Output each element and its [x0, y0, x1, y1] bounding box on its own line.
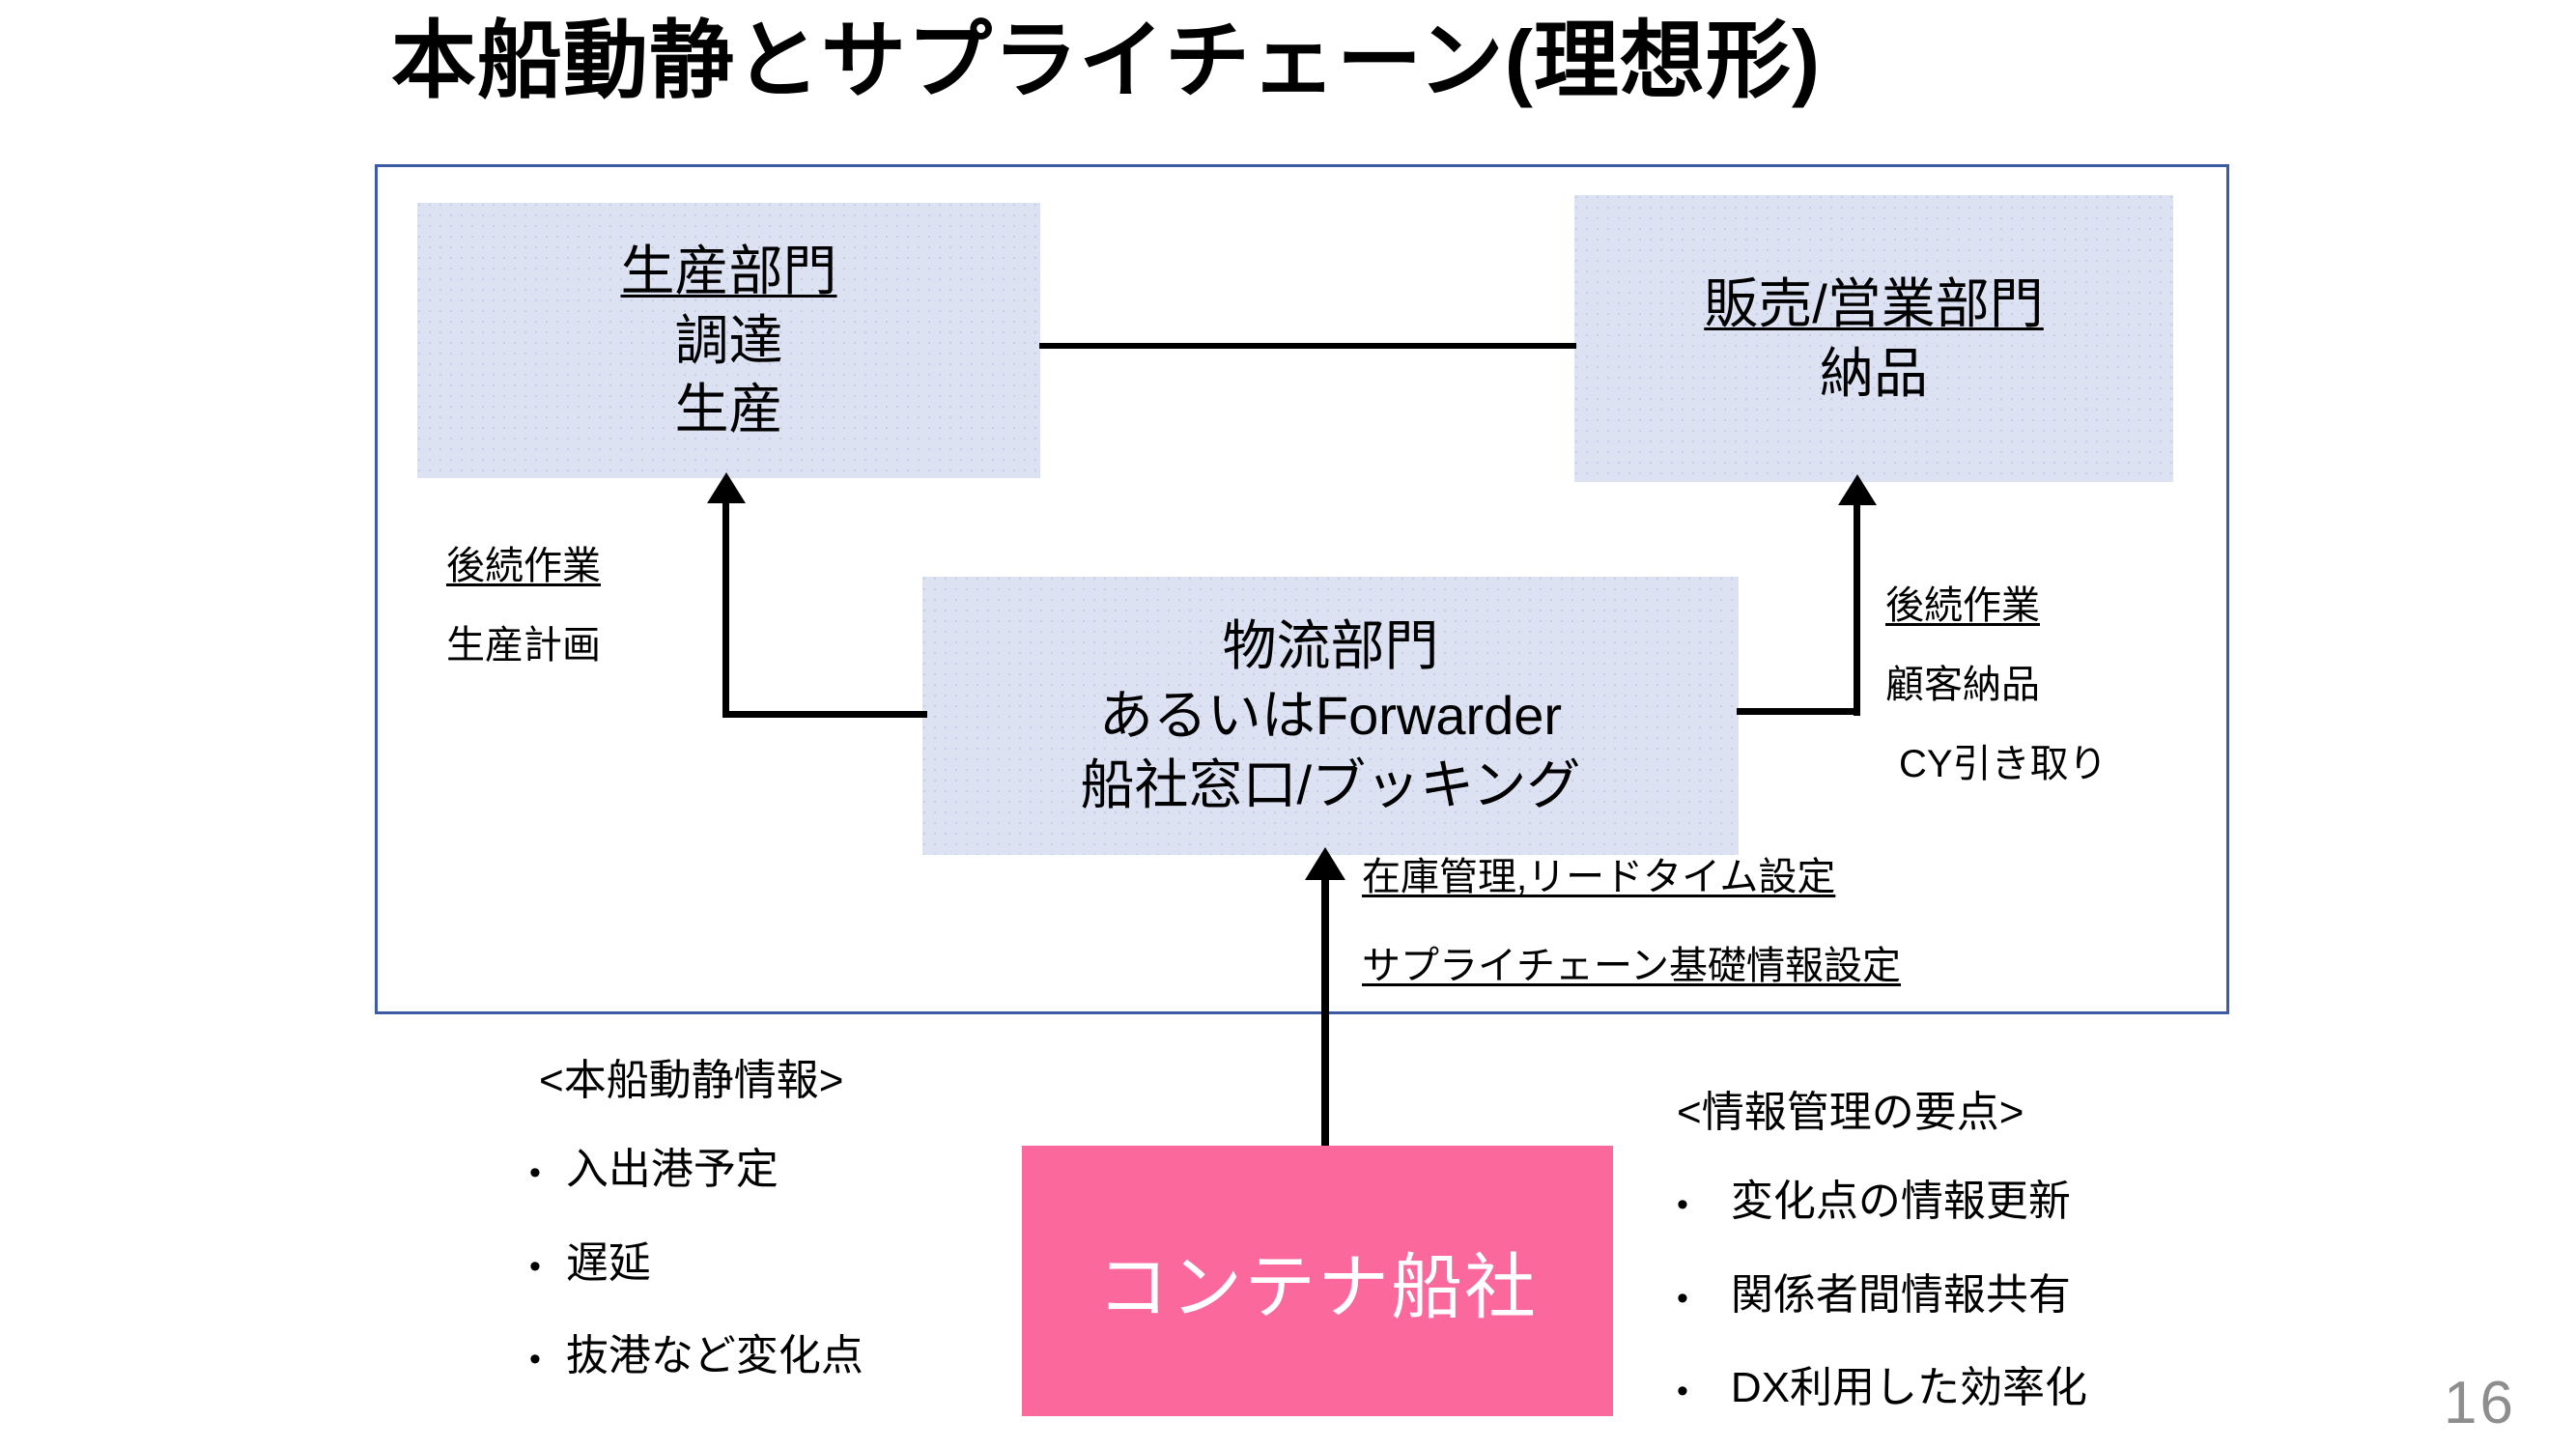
spacer — [1885, 705, 2108, 744]
connector-carrier-logistics — [1321, 874, 1329, 1150]
connector-logistics-sales-vertical — [1854, 497, 1860, 716]
box-production[interactable]: 生産部門 調達 生産 — [417, 203, 1040, 478]
list-vessel-info: <本船動静情報> • 入出港予定 • 遅延 • 抜港など変化点 — [529, 1057, 863, 1427]
spacer — [446, 586, 601, 625]
list-item: • 変化点の情報更新 — [1677, 1178, 2087, 1226]
connector-logistics-sales-horizontal — [1737, 708, 1860, 715]
box-logistics-line1: 物流部門 — [1222, 615, 1439, 677]
bullet-icon: • — [529, 1341, 541, 1378]
annotation-below-line1: 在庫管理,リードタイム設定 — [1362, 856, 1836, 898]
spacer — [1885, 626, 2108, 665]
bullet-icon: • — [529, 1247, 541, 1285]
arrow-up-icon-logistics — [1305, 847, 1345, 880]
box-container-carrier-label: コンテナ船社 — [1097, 1246, 1538, 1327]
list-item: • 関係者間情報共有 — [1677, 1270, 2087, 1319]
box-production-line2: 調達 — [674, 309, 783, 371]
annotation-right-item2: CY引き取り — [1899, 743, 2108, 785]
diagram-frame — [375, 164, 2229, 1014]
annotation-below-line2: サプライチェーン基礎情報設定 — [1362, 945, 1901, 987]
page-title: 本船動静とサプライチェーン(理想形) — [391, 13, 1822, 108]
list-item-label: DX利用した効率化 — [1730, 1364, 2088, 1412]
connector-logistics-production-horizontal — [722, 711, 927, 718]
arrow-up-icon-sales — [1838, 474, 1877, 505]
box-sales-line2: 納品 — [1820, 342, 1928, 404]
list-item-label: 関係者間情報共有 — [1730, 1270, 2071, 1319]
list-item-label: 遅延 — [565, 1238, 651, 1287]
annotation-right-heading: 後続作業 — [1885, 584, 2040, 627]
box-production-title: 生産部門 — [620, 240, 837, 301]
annotation-left-heading: 後続作業 — [446, 545, 601, 587]
list-item: • 遅延 — [529, 1238, 863, 1287]
list-item: • 抜港など変化点 — [529, 1332, 863, 1380]
annotation-left: 後続作業 生産計画 — [446, 546, 601, 666]
arrow-up-icon-production — [707, 472, 746, 503]
list-info-management-heading: <情報管理の要点> — [1677, 1089, 2024, 1136]
bullet-icon: • — [1677, 1279, 1688, 1317]
box-sales[interactable]: 販売/営業部門 納品 — [1574, 195, 2173, 482]
box-container-carrier[interactable]: コンテナ船社 — [1022, 1146, 1613, 1416]
connector-logistics-production-vertical — [722, 496, 729, 716]
spacer — [1362, 897, 1901, 946]
annotation-right: 後続作業 顧客納品 CY引き取り — [1885, 585, 2108, 784]
page-number: 16 — [2444, 1370, 2516, 1436]
box-sales-title: 販売/営業部門 — [1704, 272, 2044, 334]
connector-production-sales — [1039, 343, 1576, 349]
box-production-line3: 生産 — [674, 379, 783, 440]
list-item-label: 抜港など変化点 — [565, 1332, 863, 1380]
bullet-icon: • — [1677, 1373, 1688, 1410]
list-info-management: <情報管理の要点> • 変化点の情報更新 • 関係者間情報共有 • DX利用した… — [1677, 1089, 2088, 1449]
list-item-label: 変化点の情報更新 — [1730, 1178, 2071, 1226]
list-vessel-info-heading: <本船動静情報> — [539, 1057, 844, 1104]
list-item: • 入出港予定 — [529, 1146, 863, 1194]
list-item-label: 入出港予定 — [565, 1146, 778, 1194]
box-logistics[interactable]: 物流部門 あるいはForwarder 船社窓口/ブッキング — [922, 577, 1739, 855]
box-logistics-line3: 船社窓口/ブッキング — [1080, 753, 1581, 815]
box-logistics-line2: あるいはForwarder — [1098, 685, 1563, 747]
annotation-right-item1: 顧客納品 — [1885, 664, 2040, 706]
bullet-icon: • — [1677, 1186, 1688, 1224]
annotation-below-logistics: 在庫管理,リードタイム設定 サプライチェーン基礎情報設定 — [1362, 857, 1901, 986]
list-item: • DX利用した効率化 — [1677, 1364, 2088, 1412]
bullet-icon: • — [529, 1154, 541, 1192]
annotation-left-item1: 生産計画 — [446, 624, 601, 667]
